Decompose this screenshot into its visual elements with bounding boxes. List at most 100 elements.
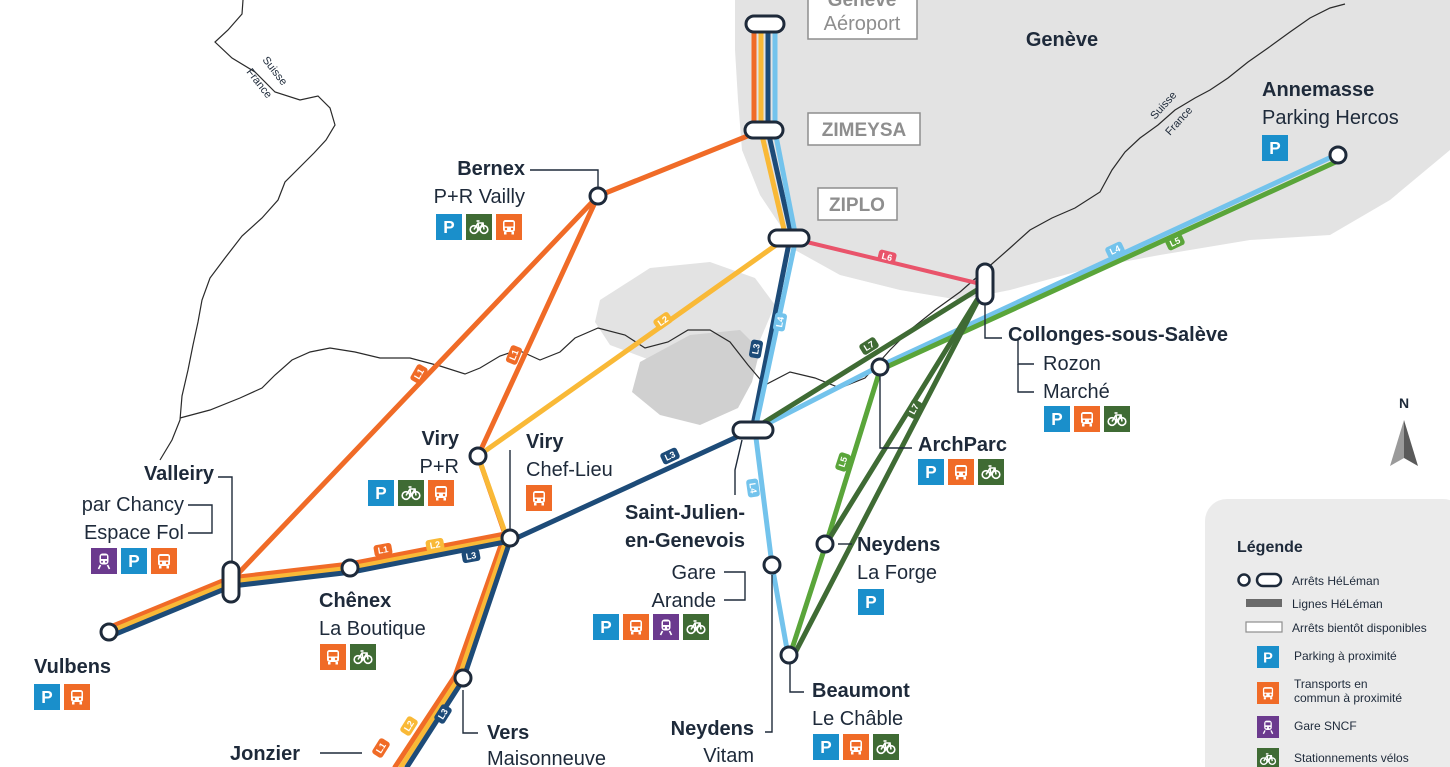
svg-text:P: P xyxy=(1051,409,1062,429)
svg-text:P: P xyxy=(820,737,831,757)
stop-marker-beaumont[interactable] xyxy=(779,645,799,665)
line-tag-l2: L2 xyxy=(653,312,673,330)
urban-area-geneve xyxy=(595,0,1450,425)
stop-marker-geneve-aeroport[interactable] xyxy=(744,14,786,34)
stop-marker-viry-pr[interactable] xyxy=(468,446,488,466)
svg-text:L1: L1 xyxy=(377,544,389,556)
line-l5 xyxy=(787,157,1343,658)
amenities-beaumont: P xyxy=(813,734,899,760)
stop-marker-ziplo[interactable] xyxy=(767,228,811,248)
line-tag-l3: L3 xyxy=(461,549,481,563)
stop-marker-valleiry[interactable] xyxy=(221,560,241,604)
svg-text:L3: L3 xyxy=(465,550,477,562)
stop-marker-bernex[interactable] xyxy=(588,186,608,206)
amenities-vulbens: P xyxy=(34,684,90,710)
svg-text:L3: L3 xyxy=(436,707,450,721)
bus-icon xyxy=(1257,682,1279,704)
line-tag-l3: L3 xyxy=(434,704,452,724)
leader-lines xyxy=(188,169,1034,754)
svg-text:La Forge: La Forge xyxy=(857,562,937,584)
line-tag-l4: L4 xyxy=(773,312,787,332)
legend-label-train: Gare SNCF xyxy=(1294,719,1357,733)
svg-text:L4: L4 xyxy=(747,482,758,494)
stop-marker-saint-julien[interactable] xyxy=(731,420,775,440)
stop-marker-archparc[interactable] xyxy=(870,357,890,377)
stop-marker-neydens-vitam[interactable] xyxy=(762,555,782,575)
stop-marker-chenex[interactable] xyxy=(340,558,360,578)
legend-label-transit: commun à proximité xyxy=(1294,691,1402,705)
station-label-viry-pr: Viry P+R xyxy=(420,428,460,478)
legend: Légende Arrêts HéLéman Lignes HéLéman Ar… xyxy=(1205,499,1450,767)
svg-text:P: P xyxy=(925,462,936,482)
line-tag-l7: L7 xyxy=(859,337,879,355)
bus-icon xyxy=(64,684,90,710)
parking-icon: P xyxy=(858,589,884,615)
station-label-vulbens: Vulbens xyxy=(34,656,111,678)
future-stop-ziplo[interactable]: ZIPLO xyxy=(817,187,898,221)
station-label-beaumont: Beaumont Le Châble xyxy=(812,680,910,730)
stop-marker-viry-chef-lieu[interactable] xyxy=(500,528,520,548)
stop-marker-zimeysa[interactable] xyxy=(743,120,785,140)
svg-text:L7: L7 xyxy=(907,402,921,416)
line-tag-l5: L5 xyxy=(835,452,851,472)
train-icon xyxy=(653,614,679,640)
svg-text:Le Châble: Le Châble xyxy=(812,708,903,730)
station-label-saint-julien: Saint-Julien- en-Genevois Gare Arande xyxy=(625,502,745,612)
svg-text:P+R: P+R xyxy=(420,456,459,478)
bus-icon xyxy=(320,644,346,670)
line-tag-l3: L3 xyxy=(749,339,763,359)
legend-line-swatch xyxy=(1246,599,1282,607)
station-label-vers: Vers Maisonneuve xyxy=(487,722,606,767)
svg-text:L6: L6 xyxy=(881,251,894,263)
stop-marker-vers[interactable] xyxy=(453,668,473,688)
legend-title: Légende xyxy=(1237,539,1303,556)
bike-icon xyxy=(1257,748,1279,767)
svg-text:L2: L2 xyxy=(656,314,670,328)
line-tag-l4: L4 xyxy=(746,478,760,498)
svg-text:Arande: Arande xyxy=(652,590,717,612)
amenities-bernex: P xyxy=(436,214,522,240)
legend-stop-marker xyxy=(1255,572,1283,588)
amenities-collonges: P xyxy=(1044,406,1130,432)
future-stop-geneve-aeroport[interactable]: Genève Aéroport xyxy=(807,0,918,40)
station-markers[interactable] xyxy=(99,14,1348,688)
svg-text:Chênex: Chênex xyxy=(319,590,391,612)
svg-text:L2: L2 xyxy=(429,539,441,551)
parking-icon: P xyxy=(1262,135,1288,161)
station-label-collonges: Collonges-sous-Salève Rozon Marché xyxy=(1008,324,1228,403)
svg-text:en-Genevois: en-Genevois xyxy=(625,530,745,552)
stop-marker-annemasse[interactable] xyxy=(1328,145,1348,165)
svg-text:P: P xyxy=(128,551,139,571)
svg-text:Valleiry: Valleiry xyxy=(144,463,215,485)
line-tag-l6: L6 xyxy=(877,249,897,265)
parking-icon: P xyxy=(436,214,462,240)
city-label-geneve: Genève xyxy=(1026,29,1098,51)
line-tag-l3: L3 xyxy=(660,447,680,465)
line-tag-l1: L1 xyxy=(410,364,428,384)
station-name: ZIMEYSA xyxy=(822,120,907,141)
stop-marker-collonges[interactable] xyxy=(975,262,995,306)
line-tag-l2: L2 xyxy=(425,538,445,552)
future-stop-zimeysa[interactable]: ZIMEYSA xyxy=(807,112,921,146)
bus-icon xyxy=(526,485,552,511)
bike-icon xyxy=(873,734,899,760)
svg-text:P+R Vailly: P+R Vailly xyxy=(434,186,525,208)
bus-icon xyxy=(151,548,177,574)
stop-marker-vulbens[interactable] xyxy=(99,622,119,642)
svg-text:L1: L1 xyxy=(412,367,426,381)
svg-text:L5: L5 xyxy=(1168,235,1182,249)
north-arrow: N xyxy=(1390,395,1418,466)
svg-text:par Chancy: par Chancy xyxy=(82,494,184,516)
amenities-neydens-forge: P xyxy=(858,589,884,615)
parking-icon: P xyxy=(1044,406,1070,432)
svg-text:P: P xyxy=(1263,650,1273,666)
parking-icon: P xyxy=(813,734,839,760)
svg-text:P: P xyxy=(1269,138,1280,158)
stop-marker-neydens-forge[interactable] xyxy=(815,534,835,554)
bus-icon xyxy=(623,614,649,640)
svg-text:ArchParc: ArchParc xyxy=(918,434,1007,456)
legend-label-transit: Transports en xyxy=(1294,677,1368,691)
svg-text:L5: L5 xyxy=(837,455,850,468)
svg-text:Marché: Marché xyxy=(1043,381,1110,403)
